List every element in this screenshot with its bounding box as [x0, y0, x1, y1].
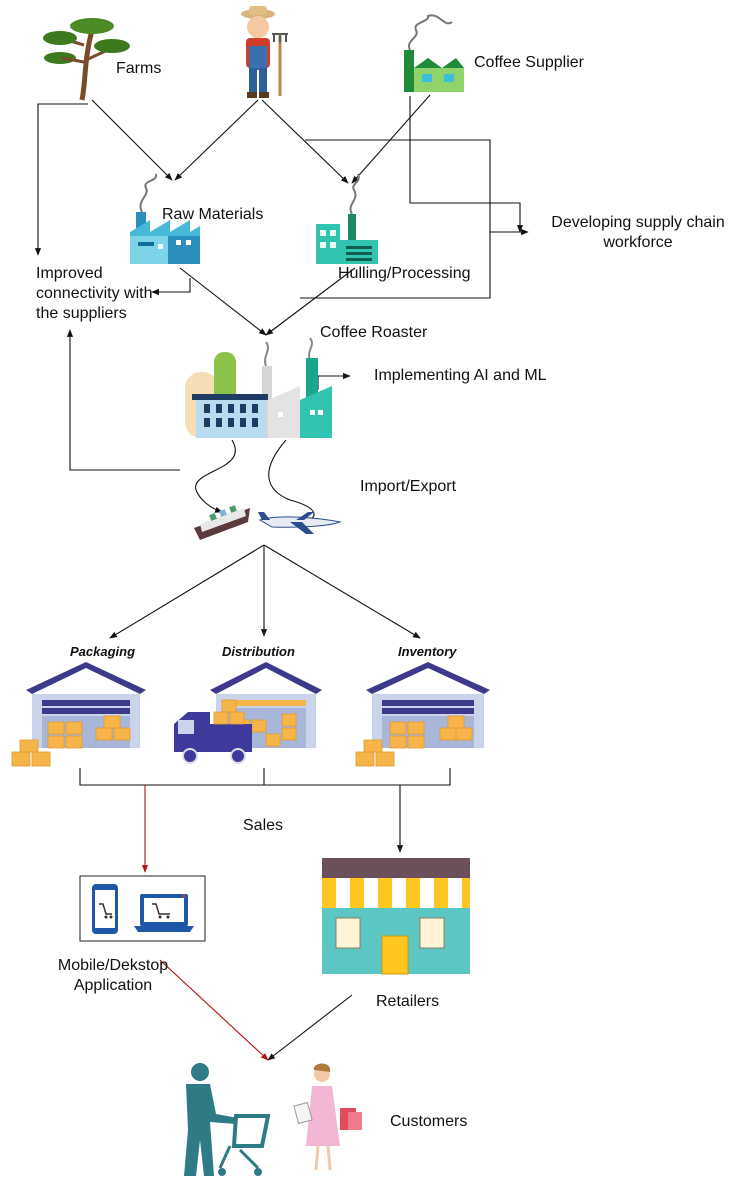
arrow-raw-improved	[151, 278, 191, 296]
arrow-farms-improved	[34, 103, 88, 256]
label-packaging: Packaging	[70, 644, 136, 659]
sales-connectors	[141, 785, 269, 1061]
arrow-app-customers	[159, 959, 269, 1061]
warehouse-icon	[11, 662, 146, 767]
arrow-farmer-hulling	[261, 99, 349, 184]
label-app-line2: Application	[73, 977, 153, 994]
sales-bracket	[79, 768, 451, 786]
label-import-export: Import/Export	[360, 478, 457, 495]
arrow-supplier-hulling	[351, 94, 431, 184]
arrow-hulling-developing	[300, 139, 491, 299]
arrow-farmer-raw	[174, 99, 259, 181]
arrow-supplier-developing	[409, 96, 524, 233]
label-sales: Sales	[243, 817, 284, 834]
label-app: Mobile/Dekstop Application	[38, 956, 188, 996]
arrow-hub-packaging	[109, 544, 265, 639]
label-distribution: Distribution	[222, 644, 295, 659]
app-box	[79, 875, 206, 942]
tree-icon	[43, 18, 130, 101]
label-developing: Developing supply chain workforce	[544, 213, 732, 253]
label-improved-line1: Improved	[36, 265, 103, 282]
label-improved-line2: connectivity with	[36, 285, 153, 302]
ship-icon	[194, 505, 250, 540]
phone-icon	[92, 884, 118, 934]
retail-store-icon	[322, 858, 470, 975]
farmer-icon	[241, 6, 288, 98]
label-coffee-supplier: Coffee Supplier	[474, 54, 584, 71]
label-hulling: Hulling/Processing	[338, 265, 471, 282]
arrow-farms-raw	[91, 99, 173, 181]
label-ai-ml: Implementing AI and ML	[374, 367, 547, 384]
roaster-factory-icon	[185, 337, 332, 438]
supplier-factory-icon	[404, 14, 464, 92]
label-app-line1: Mobile/Dekstop	[57, 957, 169, 974]
warehouse-icon	[355, 662, 490, 767]
label-farms: Farms	[116, 60, 162, 77]
label-coffee-roaster: Coffee Roaster	[320, 324, 428, 341]
label-raw-materials: Raw Materials	[162, 206, 264, 223]
arrow-roaster-ship	[195, 439, 236, 513]
label-improved: Improved connectivity with the suppliers	[36, 264, 153, 324]
customer-woman-icon	[293, 1063, 362, 1171]
airplane-icon	[258, 512, 342, 534]
customer-man-icon	[184, 1063, 271, 1176]
label-improved-line3: the suppliers	[36, 305, 127, 322]
arrow-roaster-improved	[66, 329, 180, 471]
label-developing-line2: workforce	[603, 234, 673, 251]
label-inventory: Inventory	[398, 644, 457, 659]
arrow-retailers-customers	[267, 994, 353, 1061]
arrow-roaster-plane	[268, 439, 315, 523]
label-developing-line1: Developing supply chain	[551, 214, 725, 231]
arrow-raw-roaster	[179, 267, 267, 336]
arrow-hub-inventory	[263, 544, 421, 639]
arrow-hulling-roaster	[265, 267, 356, 336]
processing-factory-icon	[316, 173, 378, 264]
truck-icon	[174, 699, 252, 764]
label-retailers: Retailers	[376, 993, 440, 1010]
arrow-roaster-aiml	[317, 372, 351, 390]
label-customers: Customers	[390, 1113, 468, 1130]
laptop-icon	[134, 894, 194, 932]
raw-materials-factory-icon	[130, 173, 200, 264]
